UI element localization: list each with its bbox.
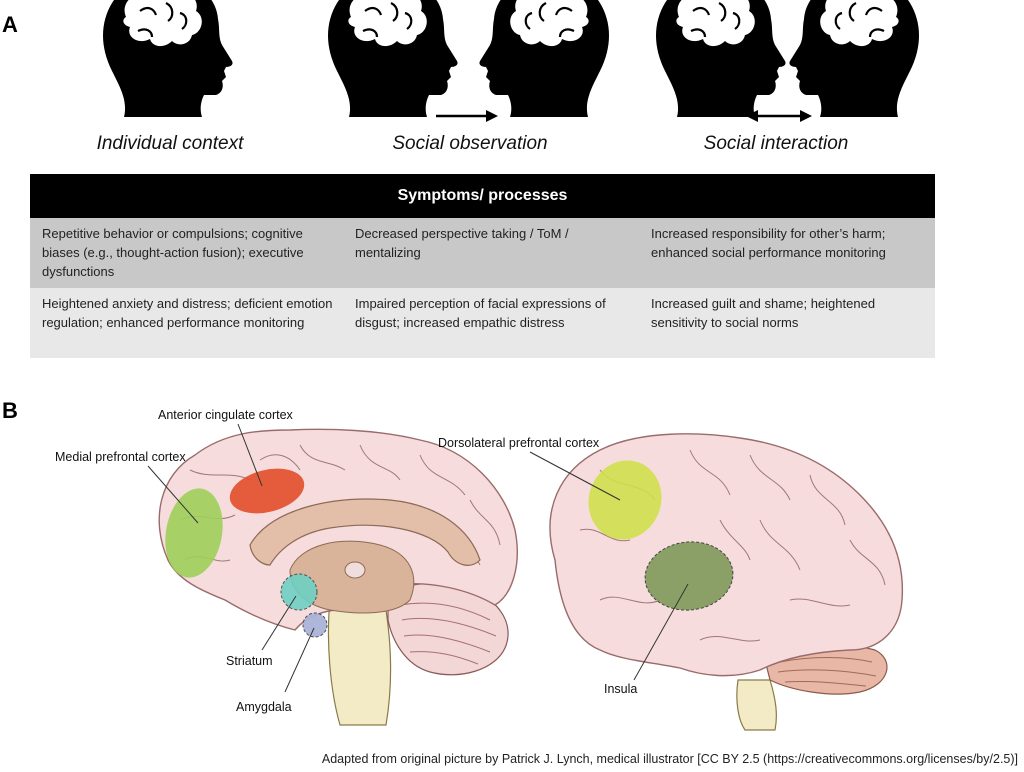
- table-row: Heightened anxiety and distress; deficie…: [30, 288, 935, 358]
- table-cell: Decreased perspective taking / ToM / men…: [355, 226, 569, 260]
- double-arrow-icon-interaction: [746, 110, 812, 122]
- label-anterior-cingulate-cortex: Anterior cingulate cortex: [158, 408, 293, 422]
- dlpfc-region: [588, 460, 662, 540]
- head-icon-observation-left: [326, 0, 459, 119]
- label-dorsolateral-prefrontal-cortex: Dorsolateral prefrontal cortex: [438, 436, 600, 450]
- striatum-region: [280, 573, 318, 611]
- acc-region: [229, 468, 305, 514]
- mpfc-region: [165, 488, 223, 578]
- table-header: Symptoms/ processes: [30, 174, 935, 218]
- head-icon-interaction-right: [789, 0, 919, 117]
- table-cell: Increased responsibility for other’s har…: [651, 226, 886, 260]
- panel-a-letter: A: [2, 12, 18, 37]
- label-amygdala: Amygdala: [236, 700, 292, 714]
- table-row: Repetitive behavior or compulsions; cogn…: [30, 218, 935, 288]
- label-insula: Insula: [604, 682, 638, 696]
- medial-brain-illustration: [147, 423, 518, 726]
- context-label-interaction: Social interaction: [703, 133, 849, 154]
- head-icon-interaction-left: [654, 0, 787, 119]
- head-icon-observation-right: [479, 0, 609, 117]
- context-label-individual: Individual context: [96, 133, 244, 154]
- table-cell: Heightened anxiety and distress; deficie…: [42, 296, 333, 330]
- arrow-icon-observation: [436, 110, 498, 122]
- context-label-observation: Social observation: [392, 133, 548, 154]
- image-credit: Adapted from original picture by Patrick…: [321, 752, 1018, 766]
- table-cell: Increased guilt and shame; heightened se…: [651, 296, 876, 330]
- symptoms-table: Symptoms/ processes Repetitive behavior …: [30, 174, 935, 358]
- lateral-brain-illustration: [529, 433, 904, 731]
- table-cell: Impaired perception of facial expression…: [355, 296, 606, 330]
- amygdala-region: [302, 612, 328, 638]
- table-cell: Repetitive behavior or compulsions; cogn…: [42, 226, 304, 279]
- head-icon-individual: [101, 0, 234, 119]
- panel-b-letter: B: [2, 398, 18, 423]
- insula-region: [644, 541, 734, 611]
- label-medial-prefrontal-cortex: Medial prefrontal cortex: [55, 450, 186, 464]
- label-striatum: Striatum: [226, 654, 273, 668]
